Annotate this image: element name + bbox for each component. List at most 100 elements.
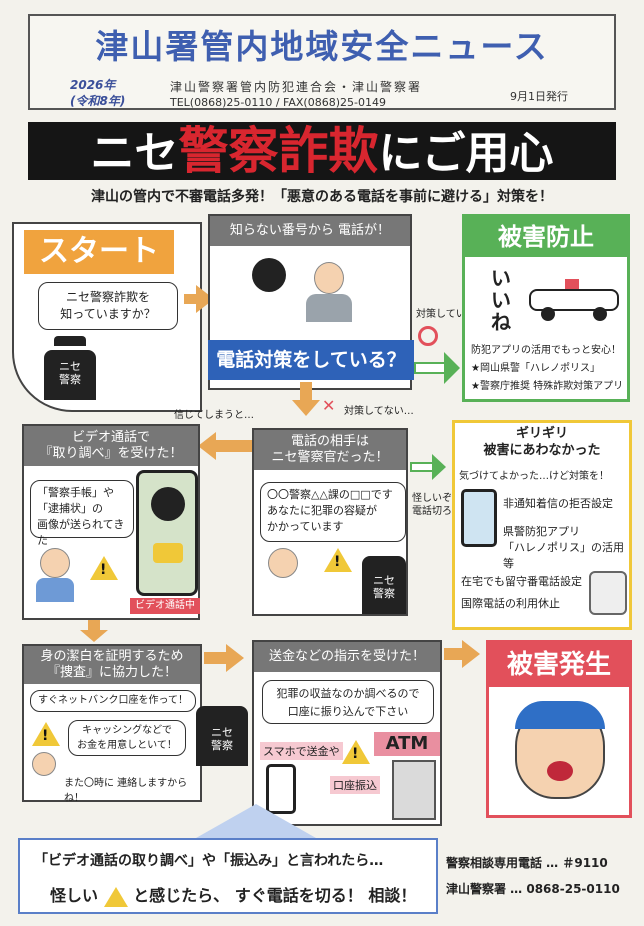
issue-date: 9月1日発行 bbox=[510, 90, 568, 103]
side-note: 怪しいぞ、 電話切ろう bbox=[412, 492, 462, 518]
video-bubble-line1: 「警察手帳」や bbox=[37, 486, 114, 499]
transfer-speech-line1: 犯罪の収益なのか調べるので bbox=[276, 687, 420, 700]
start-question-bubble: ニセ警察詐欺を 知っていますか？ bbox=[38, 282, 178, 330]
fake-police-figure-2: ニセ警察 bbox=[362, 556, 406, 614]
transfer-label1: スマホで送金や bbox=[260, 742, 343, 760]
publisher: 津山警察署管内防犯連合会・津山警察署 bbox=[170, 80, 423, 94]
transfer-label2: 口座振込 bbox=[330, 776, 380, 794]
headline-highlight: 警察詐欺 bbox=[178, 122, 379, 180]
narrow-escape-title: ギリギリ 被害にあわなかった bbox=[455, 423, 629, 459]
prevention-vertical: いいね bbox=[491, 266, 511, 334]
cooperate-bubble2-line2: お金を用意しといて！ bbox=[77, 740, 177, 751]
headline-banner: ニセ警察詐欺にご用心 bbox=[28, 122, 616, 180]
start-question-line2: 知っていますか？ bbox=[60, 307, 156, 321]
worried-man-body-icon bbox=[36, 578, 74, 602]
flow-arrow-shaft-1 bbox=[184, 294, 196, 304]
impostor-panel: 電話の相手は ニセ警察官だった！ 〇〇警察△△課の□□です あなたに犯罪の容疑が… bbox=[252, 428, 408, 616]
start-label: スタート bbox=[24, 230, 174, 274]
worried-man-icon bbox=[268, 548, 298, 578]
video-bubble-line3: 画像が送られてきた bbox=[37, 518, 125, 547]
fake-police-badge-3: ニセ警察 bbox=[211, 726, 233, 752]
station-phone: 津山警察署 … 0868-25-0110 bbox=[446, 882, 620, 896]
narrow-escape-note: 気づけてよかった…けど対策を！ bbox=[459, 471, 609, 482]
prevention-title: 被害防止 bbox=[465, 217, 627, 257]
video-header-line1: ビデオ通話で bbox=[71, 430, 150, 445]
cooperate-panel: 身の潔白を証明するため 『捜査』に協力した！ すぐネットバンク口座を作って！ キ… bbox=[22, 644, 202, 804]
escape-item2: 県警防犯アプリ bbox=[503, 525, 580, 538]
believe-label: 信じてしまうと… bbox=[174, 410, 254, 421]
transfer-panel-header: 送金などの指示を受けた！ bbox=[254, 642, 440, 672]
shirt-icon bbox=[306, 294, 352, 322]
yes-label: 対策している bbox=[416, 309, 476, 320]
prevention-line3: ★警察庁推奨 特殊詐欺対策アプリ bbox=[471, 381, 624, 392]
transfer-speech-line2: 口座に振り込んで下さい bbox=[287, 705, 409, 718]
fake-police-figure-3: ニセ警察 bbox=[196, 706, 248, 766]
year-era: (令和8年) bbox=[70, 94, 126, 108]
footer-line2-post: と感じたら、 すぐ電話を切る！ 相談！ bbox=[133, 886, 417, 905]
escape-item5: 国際電話の利用休止 bbox=[461, 597, 560, 610]
prevention-box: 被害防止 いいね 防犯アプリの活用でもっと安心！ ★岡山県警「ハレノポリス」 ★… bbox=[462, 214, 630, 402]
headline: ニセ警察詐欺にご用心 bbox=[28, 124, 616, 181]
narrow-escape-title-line1: ギリギリ bbox=[515, 426, 568, 441]
headline-prefix: ニセ bbox=[90, 128, 179, 179]
shocked-face-icon bbox=[515, 701, 605, 799]
prevention-line2: ★岡山県警「ハレノポリス」 bbox=[471, 363, 600, 374]
car-body-icon bbox=[529, 289, 619, 311]
escape-item3: 「ハレノポリス」の活用等 bbox=[503, 541, 624, 570]
cooperate-header-line1: 身の潔白を証明するため bbox=[40, 649, 184, 664]
cooperate-panel-header: 身の潔白を証明するため 『捜査』に協力した！ bbox=[24, 646, 200, 684]
flow-arrow-video bbox=[198, 432, 216, 460]
warning-icon-4 bbox=[342, 740, 370, 764]
narrow-escape-box: ギリギリ 被害にあわなかった 気づけてよかった…けど対策を！ 非通知着信の拒否設… bbox=[452, 420, 632, 630]
atm-label: ATM bbox=[374, 732, 440, 756]
flow-arrow-2-shaft bbox=[204, 652, 226, 664]
side-note-line1: 怪しいぞ、 bbox=[412, 493, 462, 504]
impostor-speech-line1: 〇〇警察△△課の□□です bbox=[267, 488, 393, 501]
flow-arrow-escape-shaft bbox=[410, 462, 432, 472]
side-note-line2: 電話切ろう bbox=[412, 506, 462, 517]
elderly-man-icon bbox=[306, 262, 352, 322]
landline-phone-icon bbox=[589, 571, 627, 615]
smartphone-icon bbox=[461, 489, 497, 547]
cooperate-header-line2: 『捜査』に協力した！ bbox=[46, 665, 177, 680]
scammer-silhouette-icon bbox=[252, 258, 286, 292]
warning-mark: ! bbox=[334, 554, 341, 570]
fake-police-badge-2: ニセ警察 bbox=[373, 574, 395, 600]
transfer-speech: 犯罪の収益なのか調べるので 口座に振り込んで下さい bbox=[262, 680, 434, 724]
prevention-line1: 防犯アプリの活用でもっと安心！ bbox=[471, 345, 621, 356]
impostor-speech-line3: かかっています bbox=[267, 520, 344, 533]
flow-arrow-3-shaft bbox=[444, 648, 462, 660]
cooperate-bubble2: キャッシングなどで お金を用意しといて！ bbox=[68, 720, 186, 756]
flow-arrow-down bbox=[80, 630, 108, 642]
police-car-icon bbox=[529, 279, 619, 321]
flow-arrow-down-shaft bbox=[88, 620, 100, 632]
cooperate-bubble2-line1: キャッシングなどで bbox=[82, 725, 172, 736]
fake-police-figure: ニセ警察 bbox=[44, 336, 96, 400]
footer-line1: 「ビデオ通話の取り調べ」や「振込み」と言われたら… bbox=[34, 853, 384, 869]
footer-box: 「ビデオ通話の取り調べ」や「振込み」と言われたら… 怪しい と感じたら、 すぐ電… bbox=[18, 838, 438, 914]
mouth-icon bbox=[547, 761, 573, 781]
car-wheel-icon bbox=[593, 307, 607, 321]
transfer-panel: 送金などの指示を受けた！ 犯罪の収益なのか調べるので 口座に振り込んで下さい A… bbox=[252, 640, 442, 826]
video-badge-icon bbox=[153, 543, 183, 563]
flow-arrow-yes-shaft bbox=[414, 362, 444, 374]
police-cap-icon bbox=[54, 336, 86, 346]
flow-arrow-yes bbox=[444, 352, 460, 384]
video-bubble: 「警察手帳」や 「逮捕状」の 画像が送られてきた bbox=[30, 480, 134, 547]
warning-mark-3: ! bbox=[42, 728, 49, 744]
damage-title: 被害発生 bbox=[489, 643, 629, 687]
warning-icon bbox=[324, 548, 352, 572]
start-panel: スタート ニセ警察詐欺を 知っていますか？ ニセ警察 bbox=[12, 222, 202, 412]
flow-arrow-no-shaft bbox=[300, 382, 312, 400]
year-west: 2026年 bbox=[70, 78, 116, 92]
contact-info: TEL(0868)25-0110 / FAX(0868)25-0149 bbox=[170, 96, 386, 109]
worried-man-icon-2 bbox=[40, 548, 70, 578]
hotline: 警察相談専用電話 … ＃9110 bbox=[446, 856, 608, 870]
warning-mark-2: ! bbox=[100, 562, 107, 578]
yes-circle-icon bbox=[418, 326, 438, 346]
flow-arrow-escape bbox=[432, 454, 446, 480]
warning-icon-3 bbox=[32, 722, 60, 746]
fake-police-badge: ニセ警察 bbox=[59, 360, 81, 386]
no-cross-icon: ✕ bbox=[322, 396, 336, 415]
video-phone-icon bbox=[136, 470, 198, 596]
